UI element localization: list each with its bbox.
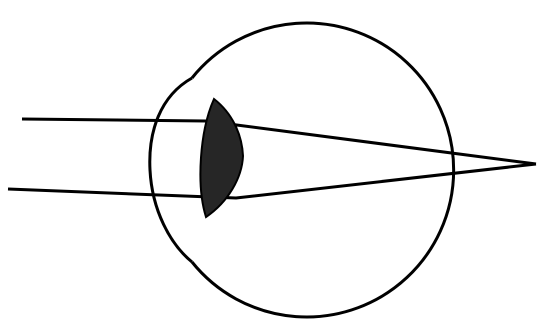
light-ray-bottom bbox=[8, 164, 536, 198]
cornea-bulge bbox=[150, 78, 192, 262]
light-ray-top bbox=[22, 119, 536, 164]
